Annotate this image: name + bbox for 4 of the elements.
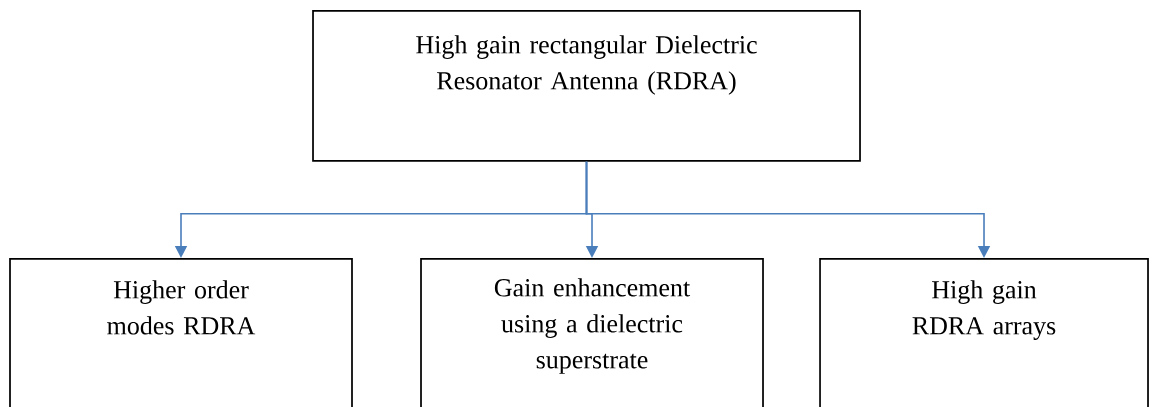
process-box: High gain RDRA arrays bbox=[819, 258, 1149, 407]
process-box: Higher order modes RDRA bbox=[9, 258, 353, 407]
process-box: High gain rectangular Dielectric Resonator Antenna (RDRA) bbox=[312, 10, 861, 162]
process-box: Gain enhancement using a dielectric superstrate bbox=[420, 258, 764, 407]
